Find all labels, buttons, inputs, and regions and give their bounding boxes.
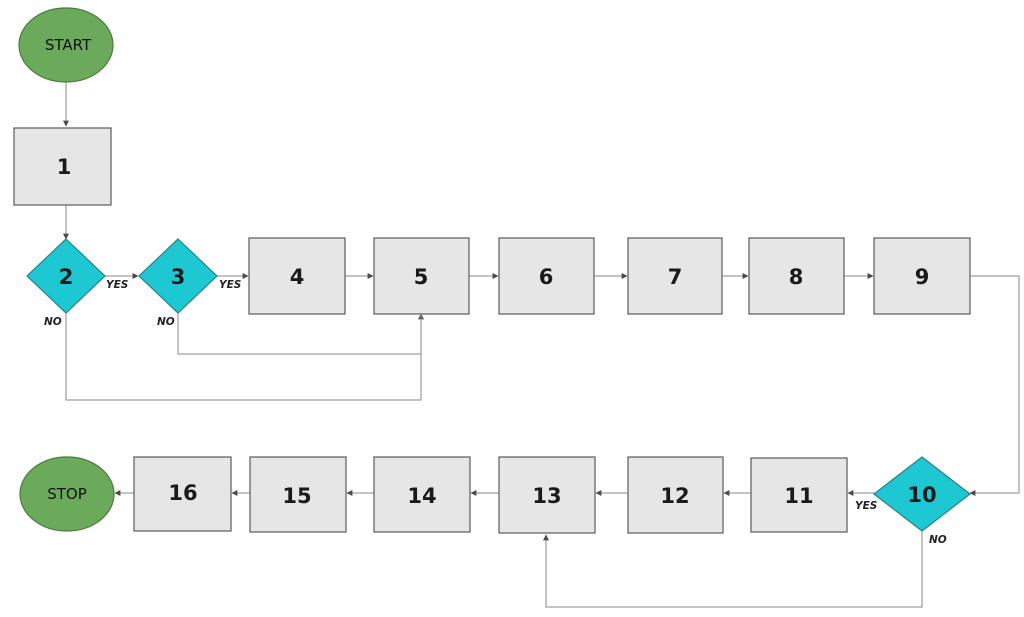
stop-label: STOP <box>47 485 87 503</box>
decision-3: 3 <box>138 238 218 314</box>
connectors <box>63 82 1020 608</box>
decision-10-no-label: NO <box>929 534 947 546</box>
decision-10-label: 10 <box>907 483 936 507</box>
decision-2-yes-label: YES <box>106 279 128 291</box>
step-8-label: 8 <box>789 265 804 289</box>
start-oval <box>18 7 114 83</box>
step-15-box <box>249 456 347 533</box>
connector-3-no-to-5 <box>177 311 424 355</box>
step-9: 9 <box>873 237 971 315</box>
decision-3-yes-label: YES <box>219 279 241 291</box>
start-label: START <box>45 36 92 54</box>
step-9-box <box>873 237 971 315</box>
step-5-label: 5 <box>414 265 429 289</box>
step-14-box <box>373 456 471 533</box>
step-16: 16 <box>133 456 232 532</box>
decision-10-yes-label: YES <box>855 500 877 512</box>
step-1-box <box>13 127 112 206</box>
step-14: 14 <box>373 456 471 533</box>
step-13: 13 <box>498 456 596 534</box>
step-14-label: 14 <box>407 484 436 508</box>
terminal-stop: STOP <box>19 456 115 532</box>
step-15: 15 <box>249 456 347 533</box>
step-12-box <box>627 456 724 534</box>
connector-2-no-to-5 <box>65 311 422 401</box>
decision-10: 10 <box>873 456 971 532</box>
step-11: 11 <box>750 457 848 533</box>
decision-2-no-label: NO <box>44 316 62 328</box>
step-8: 8 <box>748 237 845 315</box>
decision-2-label: 2 <box>59 265 74 289</box>
step-6-label: 6 <box>539 265 554 289</box>
step-16-label: 16 <box>168 481 197 505</box>
step-4: 4 <box>248 237 346 315</box>
step-12: 12 <box>627 456 724 534</box>
decision-10-diamond <box>873 456 971 532</box>
step-16-box <box>133 456 232 532</box>
step-1: 1 <box>13 127 112 206</box>
step-11-box <box>750 457 848 533</box>
step-11-label: 11 <box>784 484 813 508</box>
decision-2-diamond <box>26 238 106 314</box>
step-7-label: 7 <box>668 265 683 289</box>
step-13-label: 13 <box>532 484 561 508</box>
decision-3-diamond <box>138 238 218 314</box>
step-6-box <box>498 237 595 315</box>
step-7-box <box>627 237 723 315</box>
decision-2: 2 <box>26 238 106 314</box>
step-1-label: 1 <box>57 155 72 179</box>
connector-10-no-to-13 <box>543 531 923 608</box>
decision-3-label: 3 <box>171 265 186 289</box>
step-8-box <box>748 237 845 315</box>
step-5: 5 <box>373 237 470 315</box>
stop-oval <box>19 456 115 532</box>
decision-3-no-label: NO <box>157 316 175 328</box>
step-9-label: 9 <box>915 265 930 289</box>
connector-9-to-10 <box>969 275 1020 496</box>
step-7: 7 <box>627 237 723 315</box>
step-4-label: 4 <box>290 265 305 289</box>
step-4-box <box>248 237 346 315</box>
step-5-box <box>373 237 470 315</box>
step-15-label: 15 <box>282 484 311 508</box>
step-13-box <box>498 456 596 534</box>
step-12-label: 12 <box>660 484 689 508</box>
terminal-start: START <box>18 7 114 83</box>
step-6: 6 <box>498 237 595 315</box>
